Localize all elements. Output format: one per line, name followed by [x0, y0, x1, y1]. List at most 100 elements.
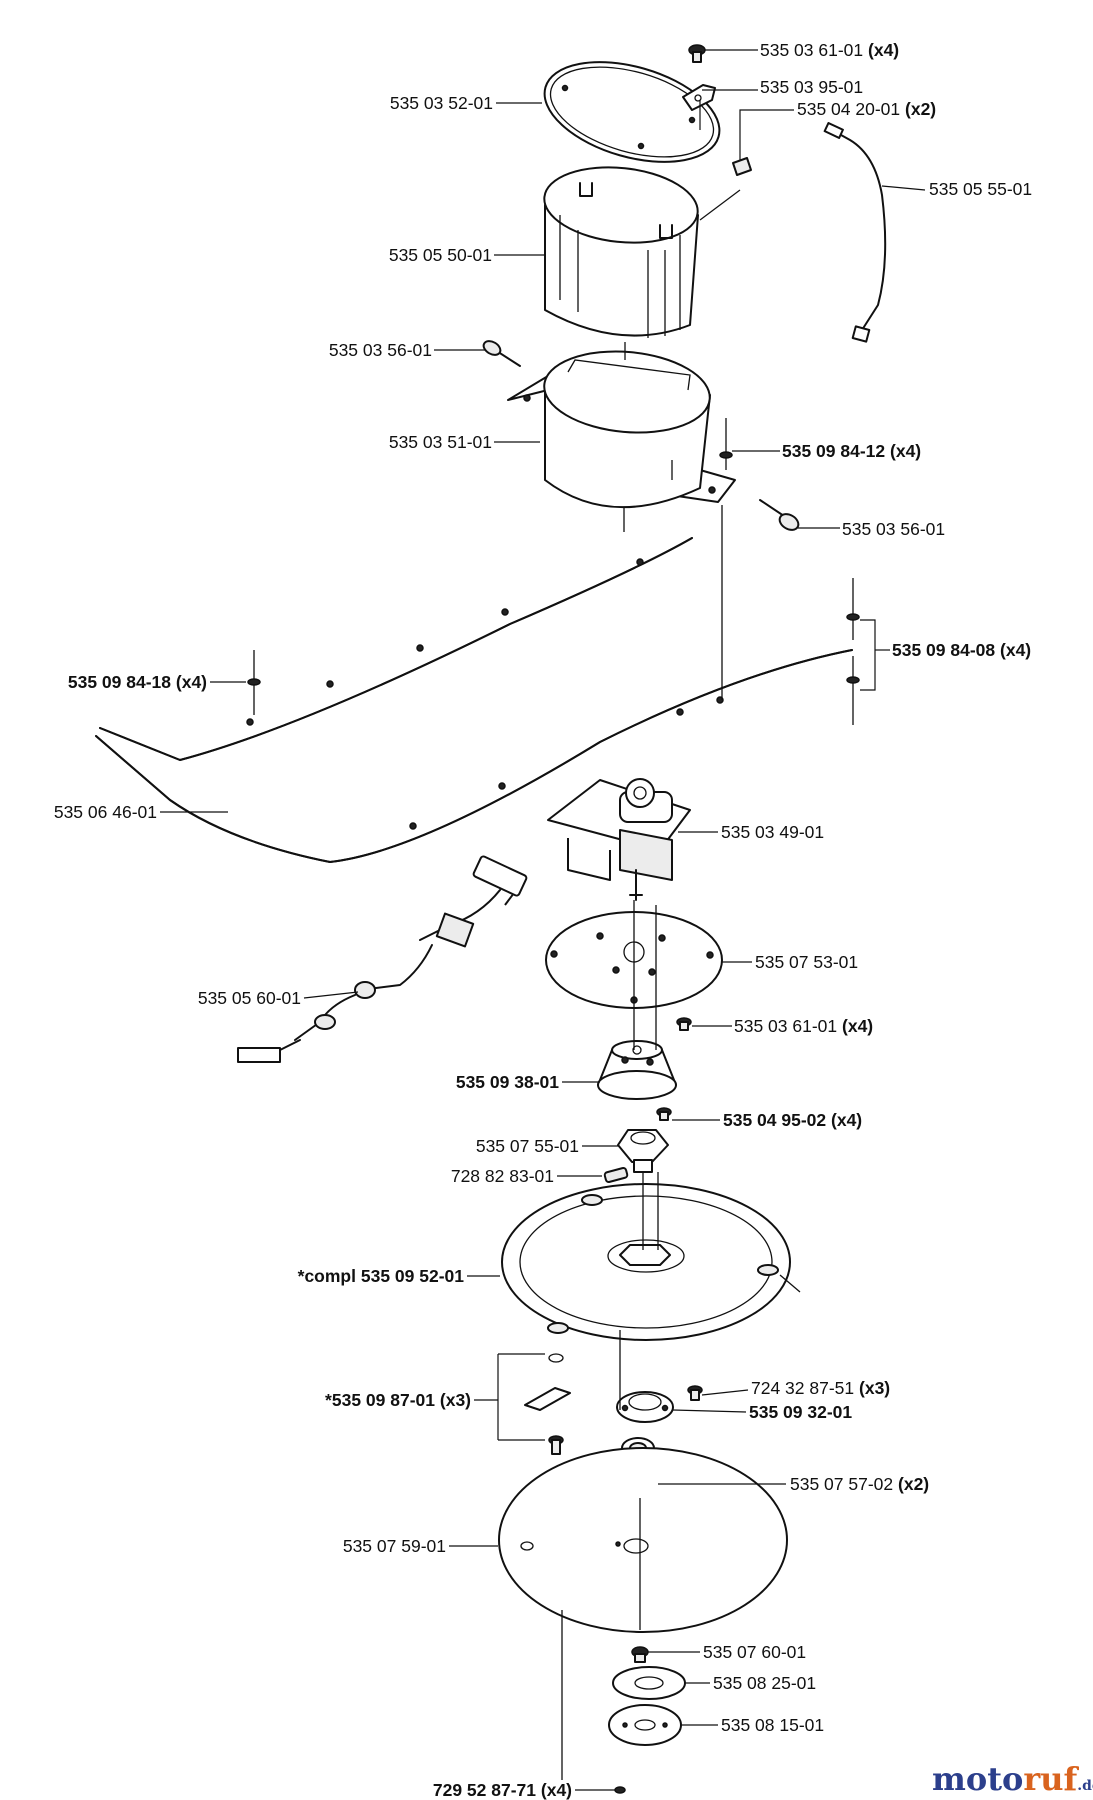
part-label: 535 03 51-01 — [389, 432, 492, 452]
part-number: *535 09 87-01 — [325, 1390, 435, 1410]
shaft-coupler — [617, 1129, 669, 1173]
bracket-plate — [682, 84, 716, 111]
part-number: 535 07 53-01 — [755, 952, 858, 972]
wire-harness — [237, 855, 528, 1063]
part-quantity: (x2) — [900, 99, 936, 119]
part-quantity: (x4) — [995, 640, 1031, 660]
part-number: 729 52 87-71 — [433, 1780, 536, 1800]
part-labels: 535 03 61-01 (x4) 535 03 95-01 535 03 52… — [54, 40, 1032, 1800]
screw-top — [688, 44, 706, 63]
part-quantity: (x4) — [826, 1110, 862, 1130]
part-number: 535 04 20-01 — [797, 99, 900, 119]
part-label: 535 09 38-01 — [456, 1072, 559, 1092]
part-label: 535 03 61-01 (x4) — [734, 1016, 873, 1036]
part-label: 724 32 87-51 (x3) — [751, 1378, 890, 1398]
part-label: 535 05 55-01 — [929, 179, 1032, 199]
part-label: 535 09 84-08 (x4) — [892, 640, 1031, 660]
part-number: 535 05 55-01 — [929, 179, 1032, 199]
part-label: 535 03 95-01 — [760, 77, 863, 97]
part-label: 535 03 61-01 (x4) — [760, 40, 899, 60]
part-label: 729 52 87-71 (x4) — [433, 1780, 572, 1800]
knife-blade-group — [497, 1353, 571, 1455]
part-label: 535 05 60-01 — [198, 988, 301, 1008]
motor-housing — [543, 166, 699, 338]
screw-hub — [656, 1107, 672, 1121]
part-number: 535 03 56-01 — [329, 340, 432, 360]
part-number: 535 03 61-01 — [734, 1016, 837, 1036]
rivet-upper — [719, 418, 733, 470]
mounting-bolt-left — [482, 340, 521, 367]
part-number: 535 05 50-01 — [389, 245, 492, 265]
part-number: 535 03 52-01 — [390, 93, 493, 113]
bearing-housing — [616, 1391, 674, 1423]
part-number: 724 32 87-51 — [751, 1378, 854, 1398]
part-label: 728 82 83-01 — [451, 1166, 554, 1186]
part-label: 535 03 49-01 — [721, 822, 824, 842]
part-number: 535 08 15-01 — [721, 1715, 824, 1735]
rivet-left — [247, 650, 261, 715]
part-number: 535 07 60-01 — [703, 1642, 806, 1662]
part-label: 535 07 60-01 — [703, 1642, 806, 1662]
part-label: *535 09 87-01 (x3) — [325, 1390, 471, 1410]
part-label: 535 09 32-01 — [749, 1402, 852, 1422]
skid-plate — [608, 1704, 682, 1746]
guard-plate — [498, 1447, 788, 1633]
part-number: 535 03 95-01 — [760, 77, 863, 97]
part-number: 535 09 84-12 — [782, 441, 885, 461]
part-label: 535 04 20-01 (x2) — [797, 99, 936, 119]
part-number: 728 82 83-01 — [451, 1166, 554, 1186]
hub-cone — [597, 1040, 677, 1100]
svg-text:motoruf.de: motoruf.de — [932, 1760, 1093, 1798]
part-number: 535 07 57-02 — [790, 1474, 893, 1494]
part-number: *compl 535 09 52-01 — [298, 1266, 465, 1286]
connector-cable-top — [823, 121, 887, 343]
mounting-bolt-right — [759, 499, 800, 531]
part-label: 535 09 84-18 (x4) — [68, 672, 207, 692]
part-label: 535 07 59-01 — [343, 1536, 446, 1556]
leader-lines — [160, 49, 926, 1791]
part-quantity: (x4) — [863, 40, 899, 60]
part-number: 535 09 84-18 — [68, 672, 171, 692]
screw-plate — [676, 1017, 692, 1031]
part-label: 535 07 53-01 — [755, 952, 858, 972]
part-number: 535 08 25-01 — [713, 1673, 816, 1693]
part-label: 535 07 55-01 — [476, 1136, 579, 1156]
part-quantity: (x3) — [854, 1378, 890, 1398]
part-number: 535 03 61-01 — [760, 40, 863, 60]
part-label: 535 03 56-01 — [329, 340, 432, 360]
part-quantity: (x4) — [885, 441, 921, 461]
part-number: 535 09 38-01 — [456, 1072, 559, 1092]
rivet-right-pair — [846, 578, 860, 725]
part-quantity: (x4) — [171, 672, 207, 692]
bottom-washer — [612, 1666, 686, 1700]
part-number: 535 06 46-01 — [54, 802, 157, 822]
assembly-axis-lines — [561, 342, 723, 1780]
screw-blade — [687, 1385, 703, 1401]
part-number: 535 03 56-01 — [842, 519, 945, 539]
part-label: 535 07 57-02 (x2) — [790, 1474, 929, 1494]
part-label: *compl 535 09 52-01 — [298, 1266, 465, 1286]
part-quantity: (x2) — [893, 1474, 929, 1494]
part-label: 535 08 25-01 — [713, 1673, 816, 1693]
part-label: 535 05 50-01 — [389, 245, 492, 265]
screw-bottom-small — [614, 1786, 626, 1794]
motoruf-logo: motoruf.de — [932, 1760, 1093, 1798]
motor-base — [507, 350, 736, 509]
part-number: 535 09 32-01 — [749, 1402, 852, 1422]
part-number: 535 05 60-01 — [198, 988, 301, 1008]
part-number: 535 09 84-08 — [892, 640, 995, 660]
lid-cover — [543, 61, 721, 163]
part-number: 535 03 49-01 — [721, 822, 824, 842]
part-number: 535 03 51-01 — [389, 432, 492, 452]
set-screw — [603, 1166, 629, 1184]
bottom-screw — [631, 1646, 649, 1663]
part-label: 535 08 15-01 — [721, 1715, 824, 1735]
part-label: 535 03 56-01 — [842, 519, 945, 539]
blade-disc — [501, 1183, 801, 1341]
part-number: 535 07 59-01 — [343, 1536, 446, 1556]
part-quantity: (x4) — [837, 1016, 873, 1036]
spring-clip — [732, 157, 752, 176]
drive-motor — [547, 778, 691, 901]
boundary-rail — [95, 537, 853, 863]
